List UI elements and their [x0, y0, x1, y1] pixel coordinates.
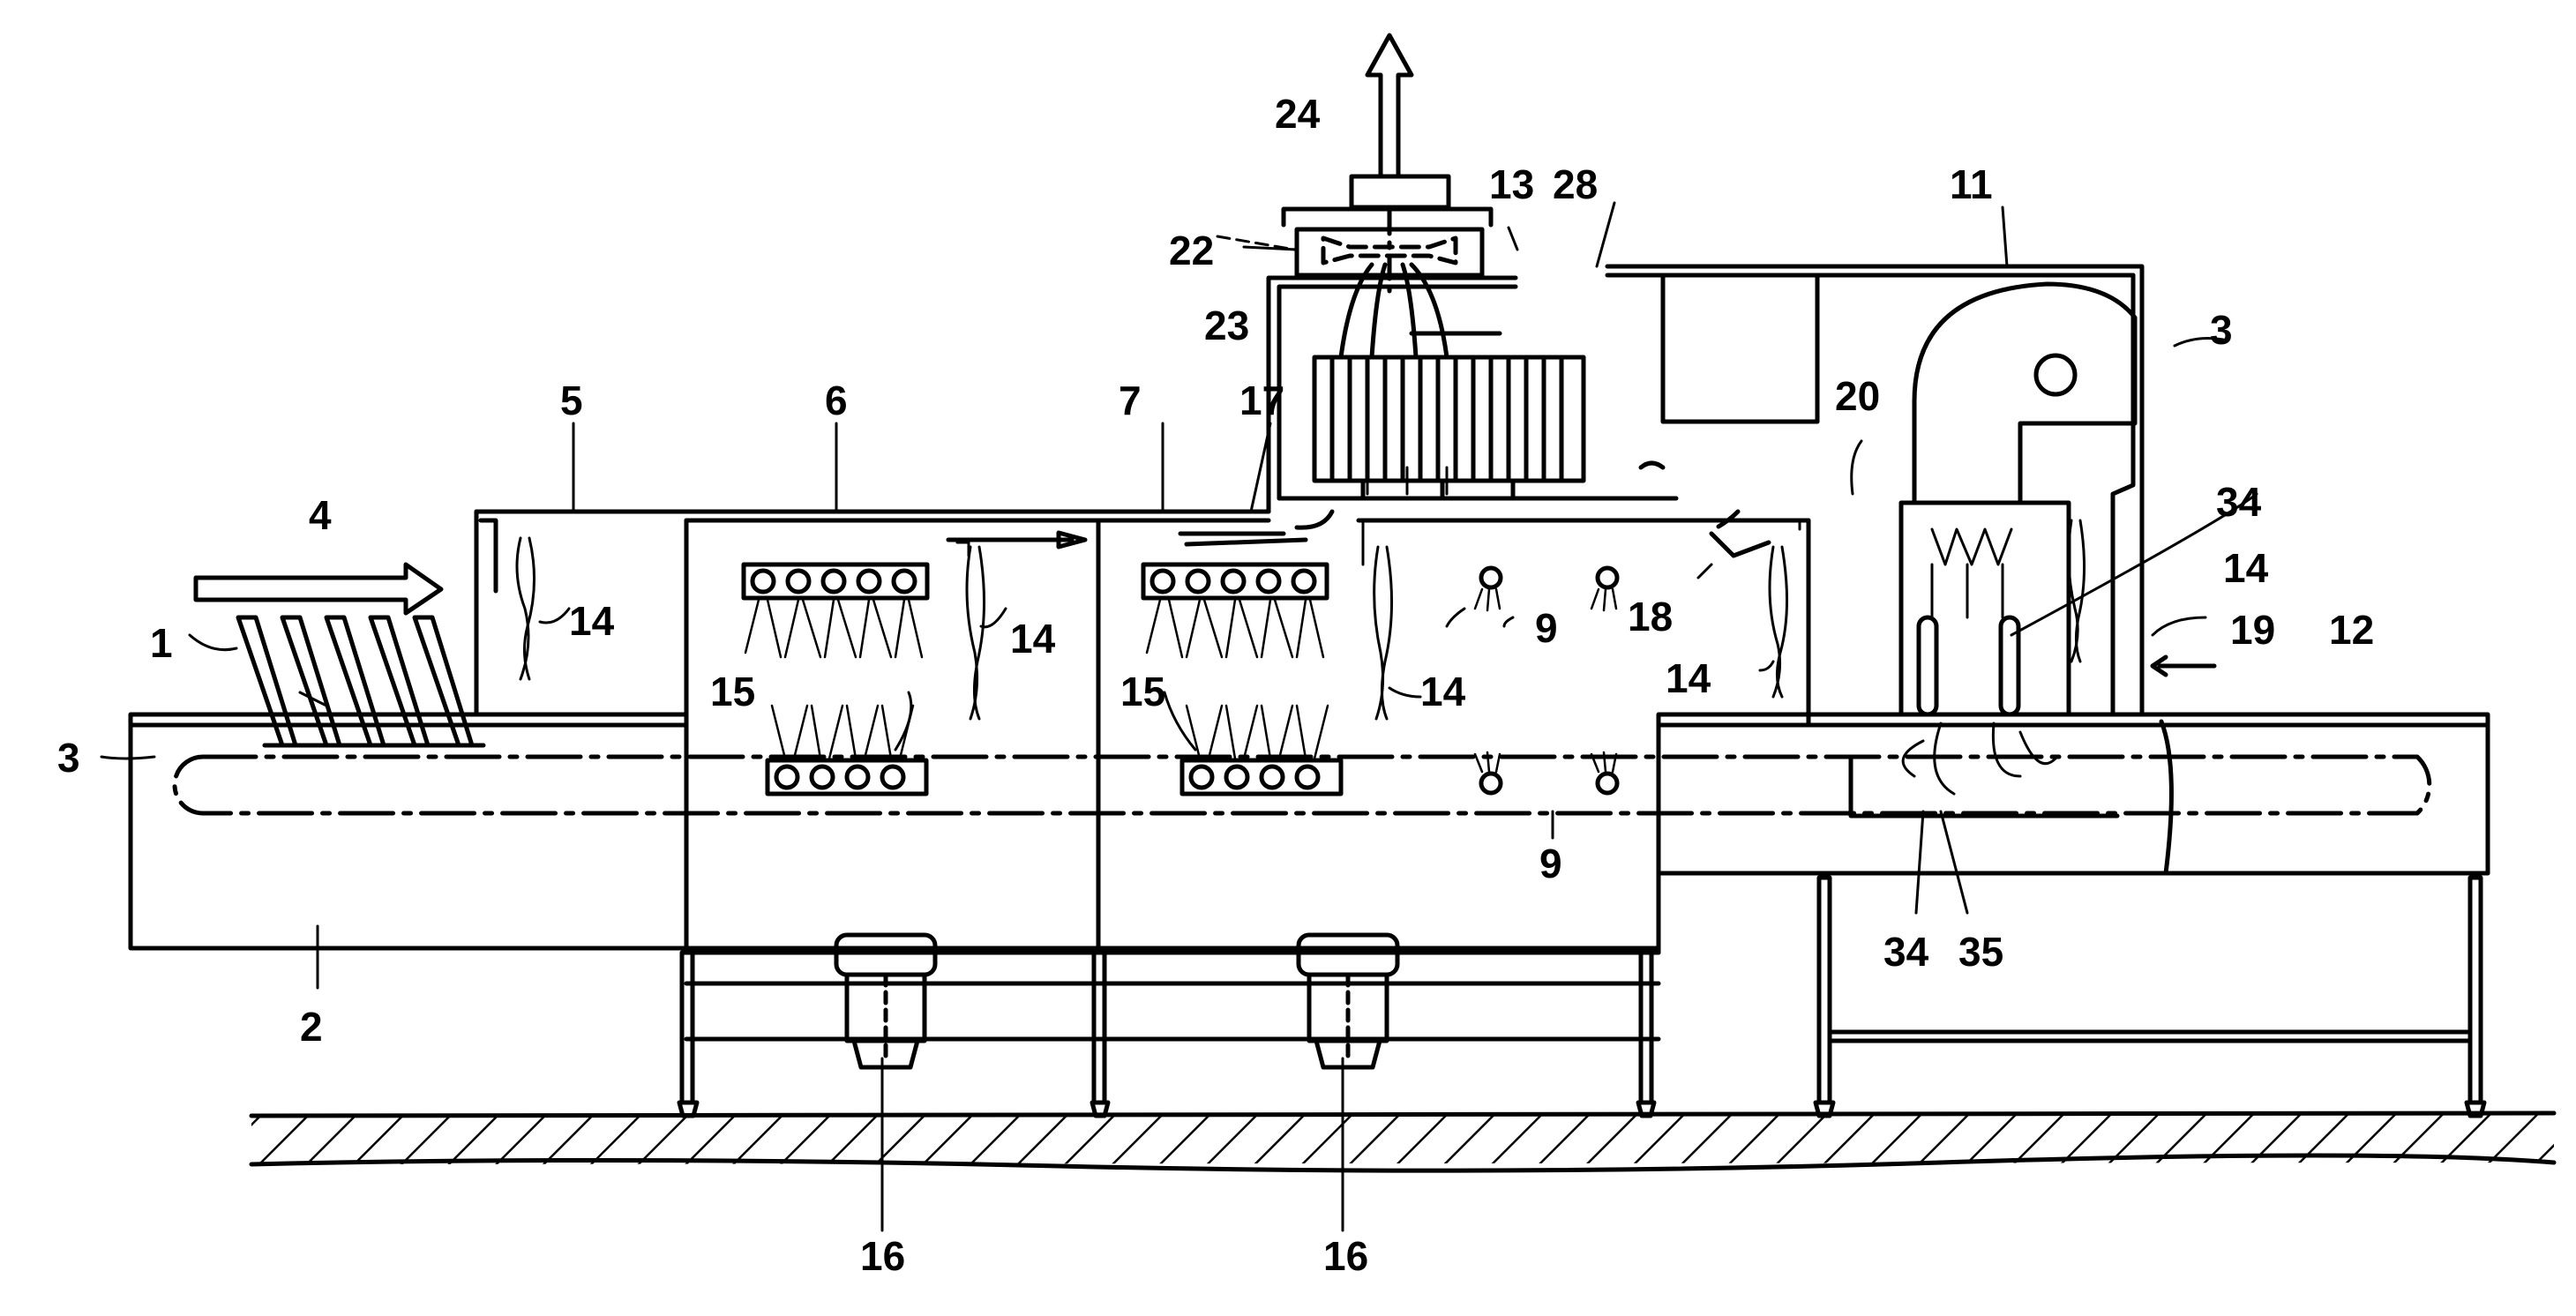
fan-unit	[1284, 176, 1491, 291]
numeral-14-e: 14	[2223, 545, 2269, 591]
numeral-14-c: 14	[1420, 669, 1466, 714]
numeral-24: 24	[1275, 91, 1321, 137]
numeral-2: 2	[300, 1004, 323, 1050]
exit-table	[1659, 714, 2488, 873]
numeral-1: 1	[150, 620, 173, 666]
numeral-7: 7	[1119, 378, 1142, 423]
heat-exchanger	[1314, 265, 1584, 498]
numeral-15-b: 15	[1120, 669, 1165, 714]
heat-recovery-housing	[1269, 266, 2142, 714]
numeral-19: 19	[2230, 607, 2275, 653]
numeral-3-blower: 3	[2210, 307, 2233, 353]
numeral-6: 6	[825, 378, 848, 423]
numeral-17: 17	[1239, 378, 1284, 423]
numeral-3-belt: 3	[57, 735, 80, 781]
reference-numerals: 1 2 3 4 5 6 7 17 9 9 11 12 13 28 14 14 1…	[57, 91, 2374, 1279]
numeral-12: 12	[2329, 607, 2374, 653]
numeral-34-top: 34	[2216, 479, 2262, 525]
numeral-34-bottom: 34	[1883, 929, 1929, 975]
air-nozzles	[1919, 617, 2018, 714]
conveyor-direction-arrow	[196, 565, 441, 613]
numeral-14-b: 14	[1010, 616, 1056, 662]
numeral-15-a: 15	[710, 669, 755, 714]
numeral-14-a: 14	[569, 598, 615, 644]
numeral-14-d: 14	[1666, 655, 1711, 701]
numeral-5: 5	[560, 378, 583, 423]
numeral-22: 22	[1169, 228, 1214, 273]
numeral-4: 4	[309, 492, 332, 538]
numeral-9-top: 9	[1535, 605, 1558, 651]
floor	[251, 1113, 2554, 1170]
numeral-20: 20	[1835, 373, 1880, 419]
machine-legs	[679, 953, 1659, 1116]
airflow-arrows	[1367, 467, 2056, 794]
numeral-13: 13	[1489, 161, 1534, 207]
numeral-23: 23	[1204, 303, 1249, 348]
exhaust-arrow	[1367, 35, 1412, 176]
numeral-9-bottom: 9	[1539, 841, 1562, 886]
numeral-28: 28	[1553, 161, 1598, 207]
baffles	[1180, 534, 1769, 556]
entry-table	[131, 714, 686, 948]
numeral-16-b: 16	[1323, 1233, 1368, 1279]
numeral-11: 11	[1950, 161, 1993, 207]
numeral-35: 35	[1958, 929, 2003, 975]
numeral-18: 18	[1628, 594, 1673, 639]
rinse-nozzles	[1475, 568, 1617, 793]
numeral-16-a: 16	[860, 1233, 905, 1279]
